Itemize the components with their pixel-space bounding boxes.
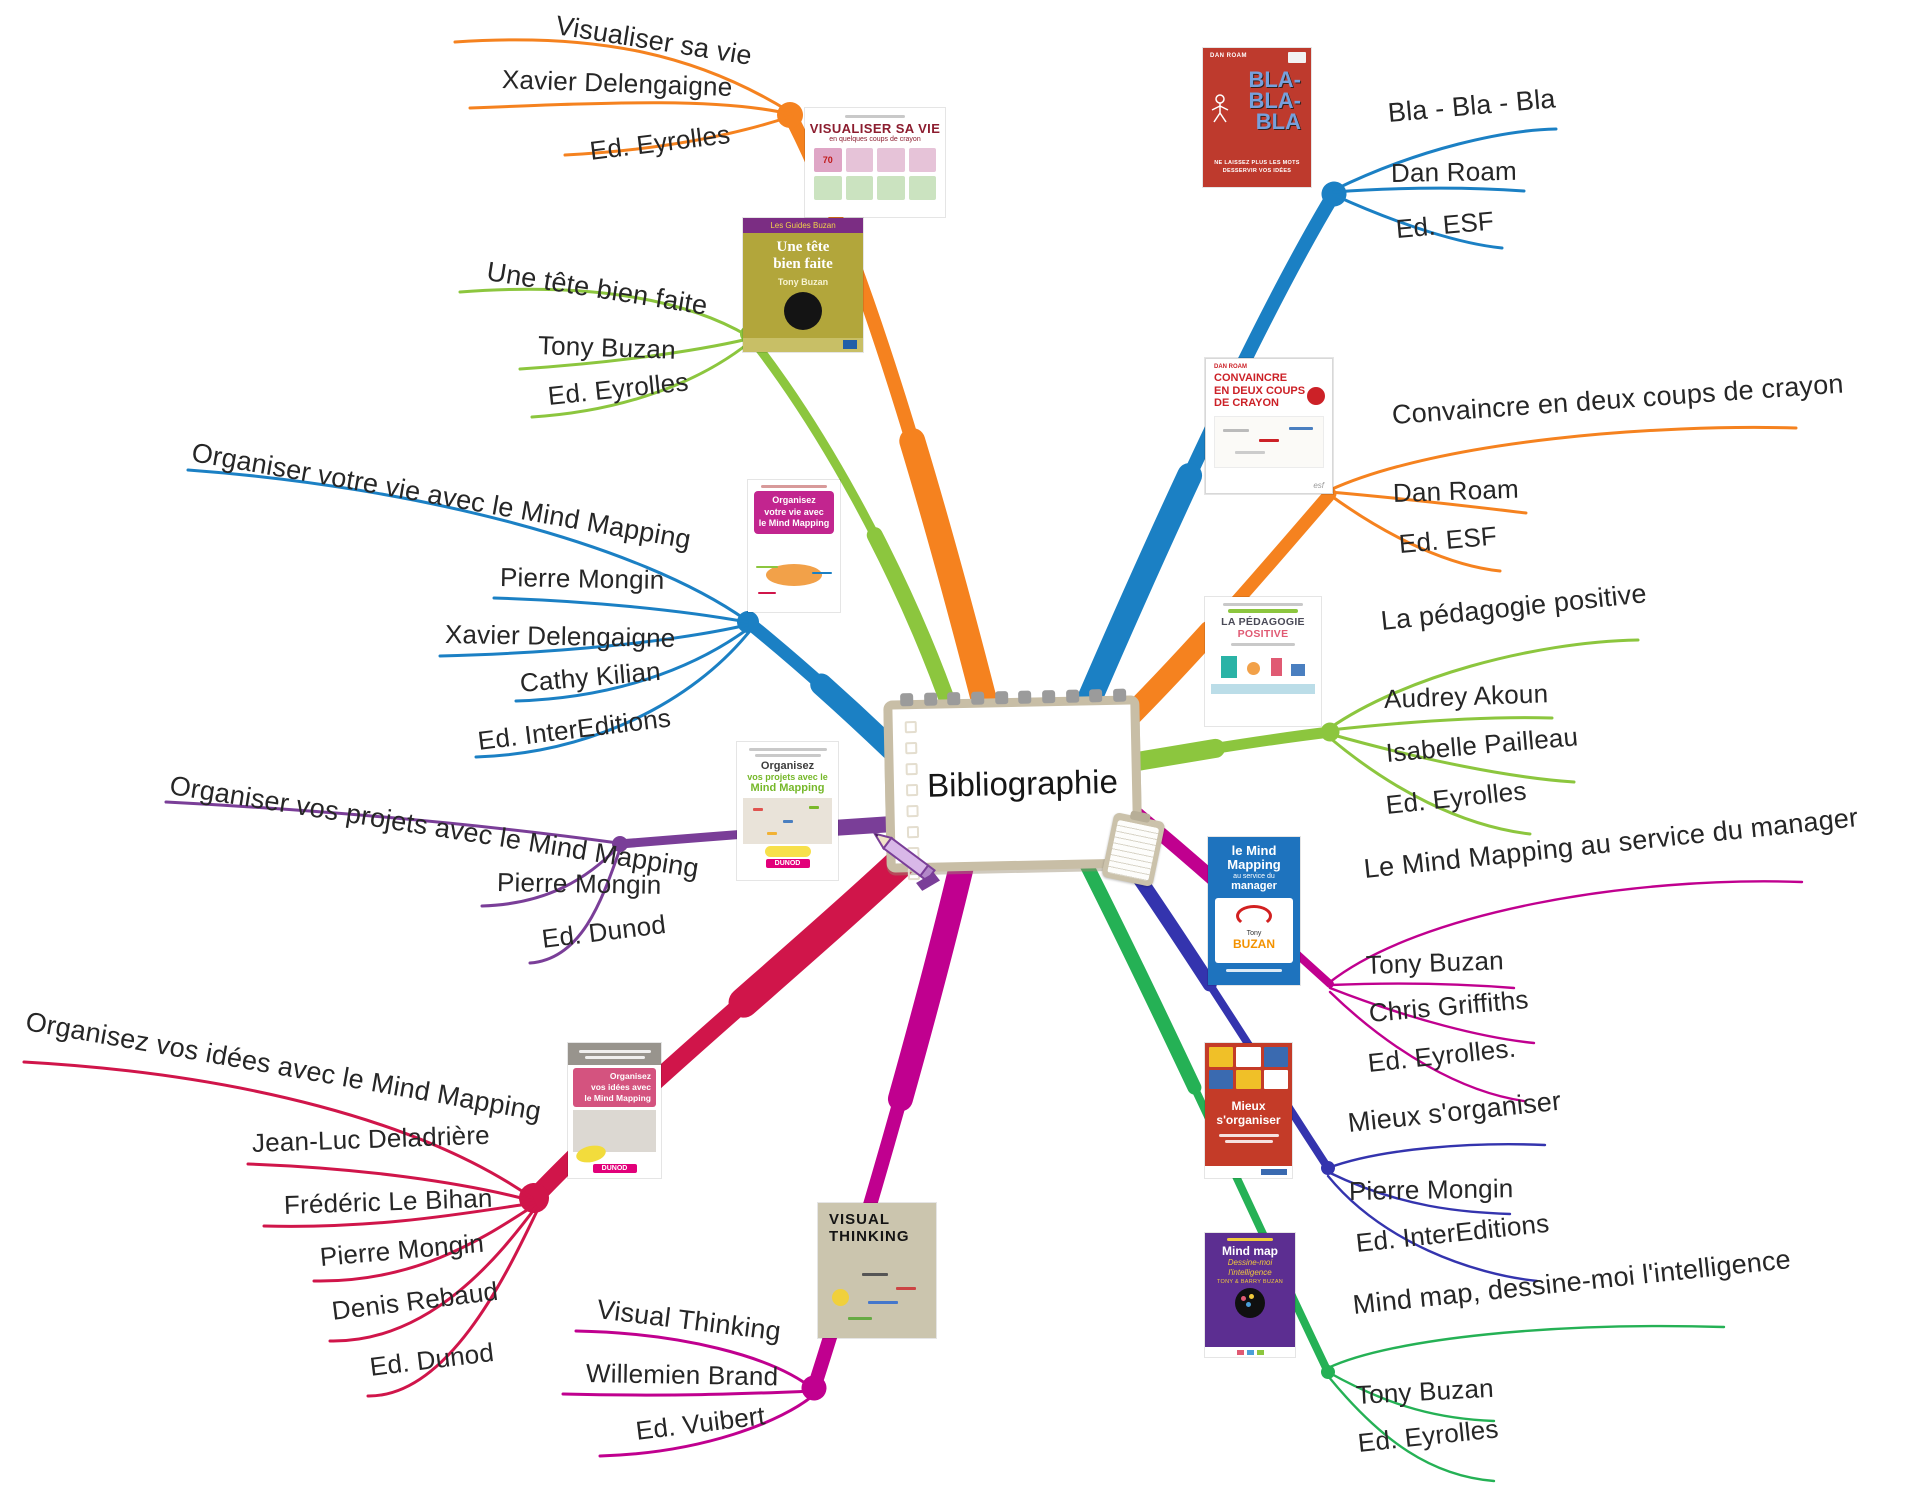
cover-badge (1288, 52, 1306, 63)
center-title: Bibliographie (926, 762, 1119, 804)
publisher-logo (843, 340, 857, 349)
red-badge (1307, 387, 1325, 405)
cover-title: LA PÉDAGOGIE (1221, 616, 1305, 628)
cover-collage (1205, 1043, 1292, 1093)
cover-author: Tony Buzan (777, 277, 829, 287)
cover-author: TONY & BARRY BUZAN (1216, 1279, 1284, 1286)
branch-visual-thinking-item-0[interactable]: Willemien Brand (585, 1358, 779, 1392)
book-cover-organisez-vos-projets[interactable]: Organisez vos projets avec le Mind Mappi… (737, 742, 838, 880)
cover-author: DAN ROAM (1214, 364, 1247, 370)
book-cover-visualiser-sa-vie[interactable]: VISUALISER SA VIE en quelques coups de c… (805, 108, 945, 217)
tagline-bar (1228, 609, 1298, 613)
cover-title: BLA-BLA-BLA (1248, 67, 1301, 134)
cover-illustration (1211, 650, 1315, 694)
cover-sketch (1214, 415, 1324, 468)
cover-footer (1205, 1166, 1292, 1178)
branch-curve-pedagogie (1112, 638, 1640, 836)
head-silhouette-icon (784, 292, 822, 330)
cover-title: le Mind Mapping (1227, 843, 1281, 872)
edition-sticker (764, 846, 811, 857)
cover-title: Mind map (1222, 1244, 1278, 1258)
book-cover-pedagogie-positive[interactable]: LA PÉDAGOGIE POSITIVE (1205, 597, 1321, 726)
publisher-logo (1261, 1169, 1287, 1175)
branch-curve-tete (458, 287, 960, 722)
center-node[interactable]: Bibliographie (872, 688, 1166, 891)
cover-collection: Les Guides Buzan (743, 218, 863, 233)
branch-vie-item-0[interactable]: Pierre Mongin (499, 562, 665, 595)
cover-title: VISUALISER SA VIE (809, 121, 941, 136)
cover-panel: Tony BUZAN (1215, 898, 1293, 964)
branch-curve-vie (186, 468, 903, 761)
cover-footer (1205, 1347, 1295, 1357)
cover-author-bar (761, 485, 827, 488)
cover-title: Organisez (760, 760, 815, 772)
stick-figure-icon (1211, 94, 1229, 123)
sticky-notes-grid: 70 (805, 143, 945, 205)
cover-subtitle: en quelques coups de crayon (829, 136, 921, 143)
cover-author: DAN ROAM (1210, 53, 1247, 59)
branch-manager-item-0[interactable]: Tony Buzan (1365, 945, 1505, 980)
cover-author: BUZAN (1233, 937, 1275, 952)
branch-pedagogie-item-0[interactable]: Audrey Akoun (1383, 678, 1549, 714)
cover-footer (743, 338, 863, 352)
pencil-icon (872, 831, 941, 891)
cover-author-bar (845, 115, 905, 118)
book-cover-mind-mapping-manager[interactable]: le Mind Mapping au service du manager To… (1208, 837, 1300, 985)
branch-vie-item-1[interactable]: Xavier Delengaigne (444, 619, 676, 654)
cover-photo (573, 1110, 656, 1153)
doodle-ellipse (766, 564, 822, 587)
book-cover-bla-bla-bla[interactable]: DAN ROAM BLA-BLA-BLA NE LAISSEZ PLUS LES… (1203, 48, 1311, 187)
branch-tete-item-0[interactable]: Tony Buzan (537, 330, 677, 365)
branch-bla-item-0[interactable]: Dan Roam (1390, 155, 1518, 188)
publisher-logo: esf (1313, 481, 1324, 490)
cover-photo (743, 798, 832, 844)
branch-mieux-item-0[interactable]: Pierre Mongin (1348, 1173, 1514, 1206)
doodle-circle (832, 1289, 849, 1306)
head-silhouette-icon (1235, 1288, 1265, 1319)
branch-convaincre-item-0[interactable]: Dan Roam (1392, 473, 1520, 508)
publisher-logo: DUNOD (592, 1164, 637, 1174)
cover-authors-band (568, 1043, 661, 1065)
badge-70: 70 (814, 148, 842, 172)
publisher-logo: DUNOD (765, 859, 810, 868)
book-cover-mind-map-dessine-moi[interactable]: Mind map Dessine-moi l'intelligence TONY… (1205, 1233, 1295, 1357)
branch-projets-item-0[interactable]: Pierre Mongin (496, 867, 662, 900)
